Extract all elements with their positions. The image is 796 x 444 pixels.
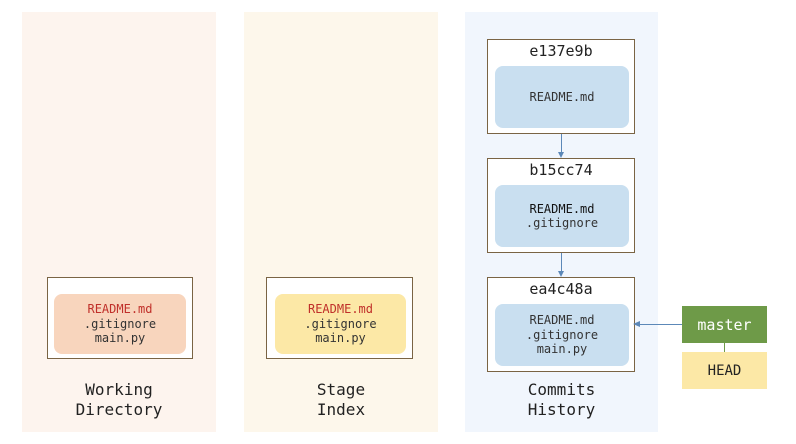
head-ref-label: HEAD	[682, 352, 767, 389]
file-readme: README.md	[307, 302, 374, 317]
head-link	[724, 343, 725, 352]
commit-node: b15cc74 README.md .gitignore	[487, 158, 635, 253]
branch-pointer-line	[640, 324, 682, 325]
commit-files: README.md .gitignore main.py	[495, 304, 629, 366]
arrow-head	[558, 271, 564, 277]
file-gitignore: .gitignore	[525, 216, 599, 230]
stage-files: README.md .gitignore main.py	[275, 294, 406, 354]
working-directory-label: Working Directory	[75, 380, 163, 419]
file-readme: README.md	[529, 89, 595, 104]
branch-master-label: master	[682, 306, 767, 343]
commit-files: README.md .gitignore	[495, 185, 629, 247]
file-readme: README.md	[87, 302, 153, 317]
parent-link	[561, 134, 562, 152]
file-main-py: main.py	[94, 331, 146, 346]
working-directory-files: README.md .gitignore main.py	[54, 294, 186, 354]
branch-pointer-arrow	[633, 321, 640, 327]
file-gitignore: .gitignore	[525, 327, 599, 342]
commit-node: ea4c48a README.md .gitignore main.py	[487, 277, 635, 372]
file-main-py: main.py	[536, 342, 588, 357]
file-readme: README.md	[529, 201, 595, 216]
commit-hash: ea4c48a	[529, 280, 593, 298]
arrow-head	[558, 152, 564, 158]
working-directory-snapshot: README.md .gitignore main.py	[47, 277, 193, 359]
parent-link	[561, 253, 562, 271]
commit-files: README.md	[495, 66, 629, 128]
stage-label: Stage Index	[316, 380, 366, 419]
commits-history-column: e137e9b README.md b15cc74 README.md .git…	[465, 12, 658, 432]
file-gitignore: .gitignore	[83, 316, 157, 331]
commit-node: e137e9b README.md	[487, 39, 635, 134]
commit-hash: b15cc74	[529, 161, 593, 179]
commit-hash: e137e9b	[529, 42, 593, 60]
stage-column: README.md .gitignore main.py Stage Index	[244, 12, 438, 432]
stage-snapshot: README.md .gitignore main.py	[266, 277, 413, 359]
file-main-py: main.py	[315, 331, 366, 346]
file-readme: README.md	[529, 313, 595, 328]
file-gitignore: .gitignore	[304, 316, 377, 331]
working-directory-column: README.md .gitignore main.py Working Dir…	[22, 12, 216, 432]
commits-history-label: Commits History	[527, 380, 596, 419]
